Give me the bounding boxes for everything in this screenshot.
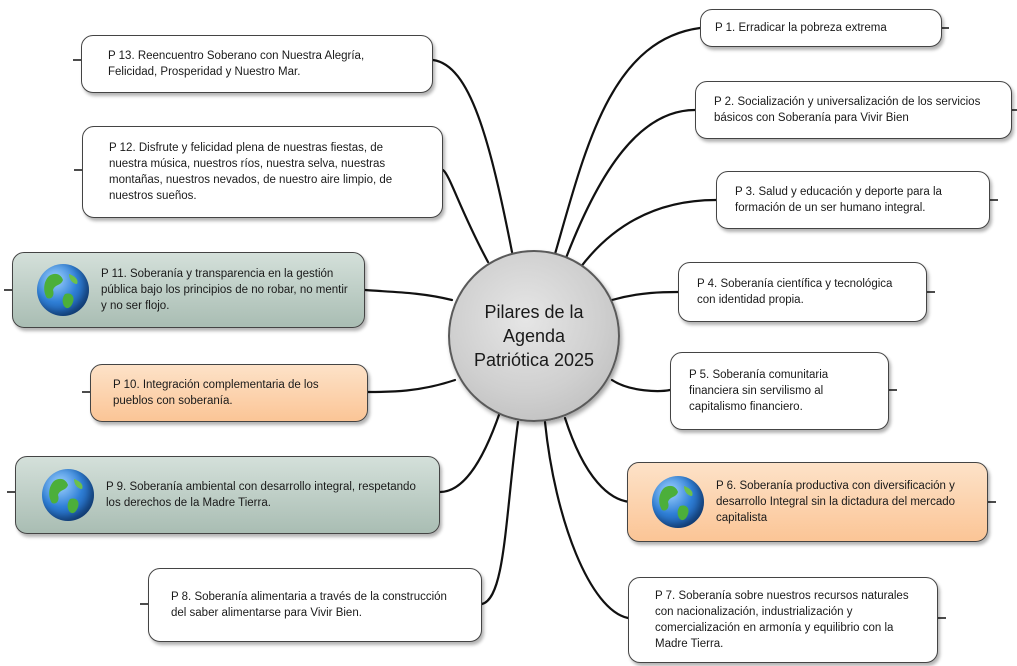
globe-icon	[37, 264, 89, 316]
link-p11	[363, 288, 454, 302]
link-p2	[564, 108, 697, 260]
pillar-p10[interactable]: P 10. Integración complementaria de los …	[90, 364, 368, 422]
pillar-p13[interactable]: P 13. Reencuentro Soberano con Nuestra A…	[81, 35, 433, 93]
pillar-p10-text: P 10. Integración complementaria de los …	[113, 379, 319, 407]
link-p3	[578, 198, 718, 270]
pillar-p5[interactable]: P 5. Soberanía comunitaria financiera si…	[670, 352, 889, 430]
pillar-p12[interactable]: P 12. Disfrute y felicidad plena de nues…	[82, 126, 443, 218]
pillar-p4-text: P 4. Soberanía científica y tecnológica …	[697, 278, 893, 306]
link-p1	[553, 26, 702, 256]
globe-icon	[652, 476, 704, 528]
pillar-p7[interactable]: P 7. Soberanía sobre nuestros recursos n…	[628, 577, 938, 663]
pillar-p11[interactable]: P 11. Soberanía y transparencia en la ge…	[12, 252, 365, 328]
pillar-p7-text: P 7. Soberanía sobre nuestros recursos n…	[655, 590, 909, 650]
link-p4	[610, 290, 680, 302]
pillar-p6[interactable]: P 6. Soberanía productiva con diversific…	[627, 462, 988, 542]
pillar-p9[interactable]: P 9. Soberanía ambiental con desarrollo …	[15, 456, 440, 534]
pillar-p1-text: P 1. Erradicar la pobreza extrema	[715, 22, 887, 34]
link-p8	[480, 420, 520, 606]
link-p6	[563, 416, 632, 504]
pillar-p4[interactable]: P 4. Soberanía científica y tecnológica …	[678, 262, 927, 322]
pillar-p8-text: P 8. Soberanía alimentaria a través de l…	[171, 591, 447, 619]
pillar-p3[interactable]: P 3. Salud y educación y deporte para la…	[716, 171, 990, 229]
pillar-p13-text: P 13. Reencuentro Soberano con Nuestra A…	[108, 50, 365, 78]
central-topic-label: Pilares de la Agenda Patriótica 2025	[473, 302, 595, 370]
pillar-p2[interactable]: P 2. Socialización y universalización de…	[695, 81, 1012, 139]
link-p7	[543, 420, 630, 620]
link-p12	[441, 168, 490, 264]
pillar-p1[interactable]: P 1. Erradicar la pobreza extrema	[700, 9, 942, 47]
pillar-p8[interactable]: P 8. Soberanía alimentaria a través de l…	[148, 568, 482, 642]
pillar-p9-text: P 9. Soberanía ambiental con desarrollo …	[106, 481, 416, 509]
pillar-p5-text: P 5. Soberanía comunitaria financiera si…	[689, 369, 829, 413]
central-topic[interactable]: Pilares de la Agenda Patriótica 2025	[448, 250, 620, 422]
pillar-p3-text: P 3. Salud y educación y deporte para la…	[735, 186, 942, 214]
globe-icon	[42, 469, 94, 521]
link-p5	[610, 378, 672, 393]
link-p9	[438, 410, 502, 494]
pillar-p6-text: P 6. Soberanía productiva con diversific…	[716, 480, 956, 524]
link-p10	[366, 378, 457, 394]
pillar-p2-text: P 2. Socialización y universalización de…	[714, 96, 981, 124]
pillar-p11-text: P 11. Soberanía y transparencia en la ge…	[101, 268, 348, 312]
link-p13	[431, 58, 514, 254]
pillar-p12-text: P 12. Disfrute y felicidad plena de nues…	[109, 142, 393, 202]
